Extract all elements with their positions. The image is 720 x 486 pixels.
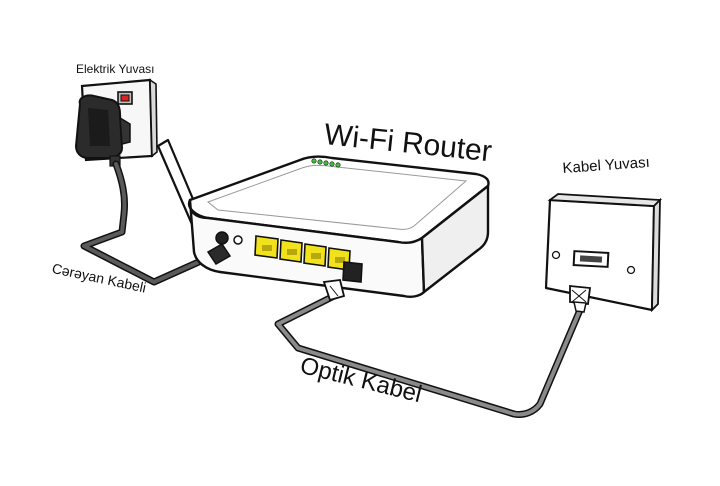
power-adapter-icon <box>74 94 131 167</box>
power-socket-label: Elektrik Yuvası <box>76 62 155 76</box>
optic-plug-wall <box>569 285 592 313</box>
wifi-router-icon <box>156 138 490 298</box>
power-jack <box>215 231 229 245</box>
optic-port <box>342 261 363 283</box>
cable-wall-plate-icon <box>544 193 663 313</box>
reset-button <box>233 235 243 245</box>
status-leds <box>311 158 341 168</box>
optic-plug-router <box>322 279 346 302</box>
